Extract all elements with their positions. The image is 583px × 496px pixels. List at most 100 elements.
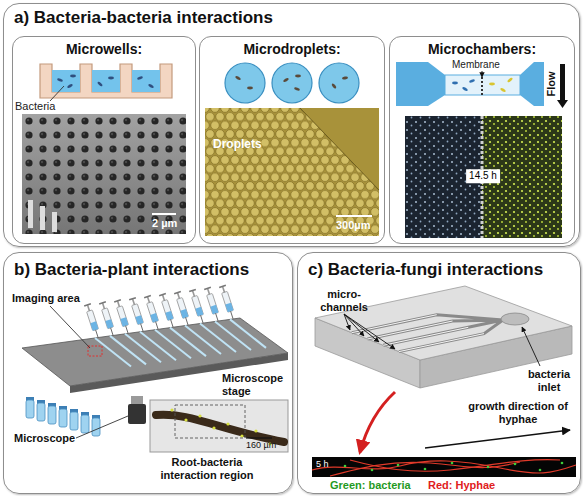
vial: [70, 409, 78, 430]
scale-label: 160 µm: [246, 440, 276, 450]
hyphae-image: [371, 469, 374, 472]
microscope-objective: [131, 396, 143, 404]
micro-channel: [352, 315, 503, 352]
bacterium: [294, 87, 301, 92]
subpanel-heading: Microchambers:: [390, 41, 574, 57]
bacterium: [295, 75, 301, 78]
micro-channel: [501, 313, 529, 325]
hyphae-image: [344, 462, 564, 472]
channel: [125, 334, 161, 363]
droplet-image: [205, 108, 379, 236]
droplet-image: [300, 108, 379, 190]
microwell-scheme: [40, 64, 172, 98]
subpanel-box: Microwells:: [12, 36, 196, 244]
root-inset: [254, 429, 257, 432]
part-label: growth direction of hyphae: [466, 400, 570, 425]
hyphae-image: [514, 463, 517, 466]
color-key-text: Red: Hyphae: [428, 479, 495, 492]
hyphae-image: [424, 468, 427, 471]
scale-label: 2 µm: [152, 217, 177, 230]
time-label: 14.5 h: [466, 169, 500, 183]
syringe: [144, 295, 161, 330]
subpanel-heading: Microdroplets:: [200, 41, 384, 57]
bacterium: [283, 77, 290, 82]
syringe: [84, 285, 236, 339]
vial: [59, 406, 67, 427]
sem-image: [40, 206, 45, 230]
root-inset: [175, 405, 245, 438]
sem-image: [28, 200, 33, 228]
bacterium: [469, 79, 476, 84]
sem-image: [22, 114, 186, 234]
leader-line: [76, 416, 128, 438]
bacterium: [70, 75, 76, 78]
leader-arrow: [482, 71, 483, 77]
droplet-image: [205, 108, 379, 236]
hyphae-image: [344, 465, 347, 468]
microwell-scheme: [40, 64, 172, 101]
bacterium: [247, 87, 253, 90]
part-label: Root-bacteria interaction region: [148, 456, 266, 481]
channel: [155, 330, 191, 359]
chamber-scheme: [520, 62, 544, 106]
bacterium: [235, 75, 348, 92]
root-inset: [184, 418, 187, 421]
leader-arrow: [522, 327, 540, 366]
panel-title: b) Bacteria-plant interactions: [14, 260, 249, 280]
bacterium: [148, 83, 155, 88]
syringe: [159, 293, 176, 328]
channel: [95, 338, 131, 367]
hyphae-image: [487, 466, 490, 469]
hyphae-image: [561, 462, 564, 465]
part-label: Imaging area: [12, 292, 80, 305]
syringe: [84, 303, 101, 338]
bacterium: [507, 77, 513, 83]
syringe: [204, 287, 221, 322]
droplet-scheme: [272, 63, 312, 103]
hyphae-image: [539, 469, 542, 472]
image-label: Droplets: [213, 138, 262, 152]
bacterium: [97, 81, 103, 87]
droplet-scheme: [319, 63, 359, 103]
vial: [37, 400, 45, 421]
microscope-objective: [128, 404, 146, 424]
leader-arrow: [344, 314, 395, 349]
hyphae-image: [397, 464, 400, 467]
chip-illustration: [315, 286, 572, 360]
vial: [26, 397, 34, 418]
growth-arrow: [425, 430, 570, 448]
scale-label: 300µm: [336, 219, 370, 232]
leader-line: [50, 306, 90, 348]
syringe: [174, 291, 191, 326]
vial: [26, 397, 100, 436]
scale-bar: [152, 213, 176, 215]
device-illustration: [22, 285, 288, 452]
bacterium: [331, 83, 337, 89]
root-inset: [150, 400, 288, 452]
channel: [200, 324, 236, 353]
root-inset: [212, 426, 215, 429]
bacterium: [452, 77, 513, 93]
root-inset: [240, 434, 243, 437]
color-key-text: Green: bacteria: [330, 479, 411, 492]
channel: [140, 332, 176, 361]
vial: [81, 412, 89, 433]
hyphae-image: [350, 460, 560, 472]
leader-arrow: [344, 314, 540, 366]
flow-arrow: [557, 100, 568, 108]
microwell-scheme: [52, 70, 80, 92]
micro-channel: [352, 313, 529, 352]
vial: [48, 403, 56, 424]
part-label: micro- channels: [316, 288, 372, 313]
bacterium: [500, 87, 507, 92]
channel: [185, 326, 221, 355]
subpanel-heading: Microwells:: [13, 41, 195, 57]
chamber-scheme: [396, 62, 445, 106]
channel: [110, 336, 146, 365]
droplet-scheme: [225, 63, 359, 103]
bacterium: [462, 86, 469, 91]
root-inset: [150, 400, 288, 452]
leader-line: [50, 86, 64, 101]
syringe: [99, 301, 116, 336]
